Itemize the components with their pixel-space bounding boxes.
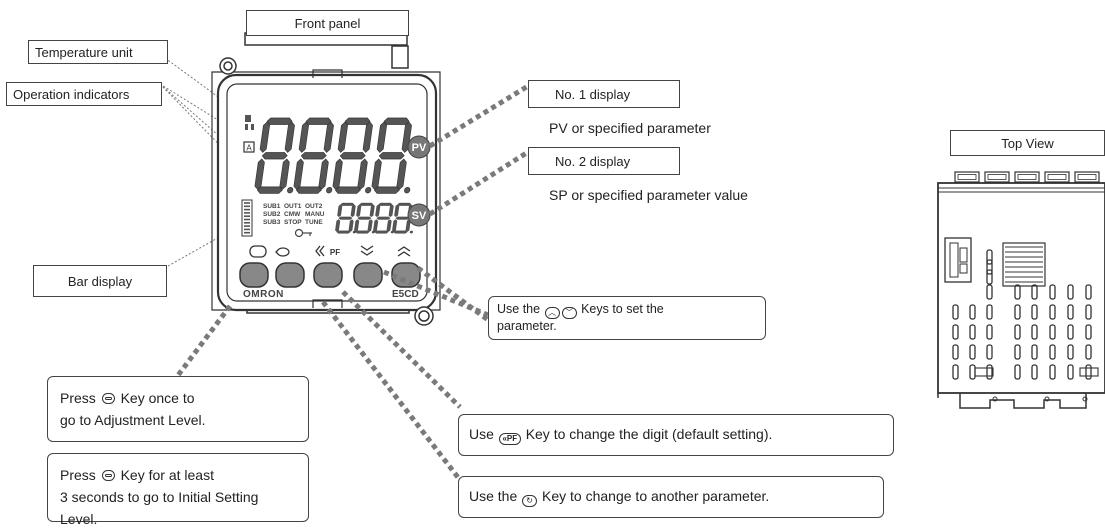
status-mini-label: SUB3	[263, 219, 281, 226]
mode-key	[275, 262, 305, 288]
initial-setting-level-callout: Press Key for at least 3 seconds to go t…	[47, 453, 309, 527]
pf-key-callout: Use «PF Key to change the digit (default…	[458, 414, 894, 456]
status-mini-label: OUT2	[305, 203, 323, 210]
level-key	[239, 262, 269, 288]
updown-keys-callout: Use the ︿﹀ Keys to set the parameter.	[488, 296, 766, 340]
key-symbol-row: PF	[249, 245, 411, 258]
no2-display-description: SP or specified parameter value	[549, 187, 748, 203]
level-key-icon	[249, 245, 267, 258]
top-clip	[1074, 171, 1100, 183]
no1-display-description: PV or specified parameter	[549, 120, 711, 136]
down-key-icon: ﹀	[561, 307, 577, 319]
up-key-icon	[397, 246, 411, 257]
pf-key-icon: «PF	[498, 433, 521, 445]
svg-text:PV: PV	[412, 142, 427, 154]
pf-key	[313, 262, 343, 288]
mode-key-icon: ↻	[522, 495, 538, 507]
top-clip	[1014, 171, 1040, 183]
pv-badge: PV	[407, 135, 431, 159]
model-label: E5CD	[392, 289, 419, 300]
pf-key-chevron-icon	[315, 245, 325, 257]
top-clip	[954, 171, 980, 183]
temperature-unit-label: Temperature unit	[28, 40, 168, 64]
status-mini-label: CMW	[284, 211, 301, 218]
level-key-icon	[101, 393, 115, 404]
svg-text:PF: PF	[330, 248, 340, 257]
front-keys	[239, 262, 421, 288]
level-key-icon	[101, 470, 115, 481]
status-mini-label: STOP	[284, 219, 302, 226]
svg-text:SV: SV	[412, 210, 427, 222]
status-mini-label: SUB1	[263, 203, 281, 210]
svg-text:A: A	[246, 144, 252, 153]
down-key-icon	[360, 245, 374, 256]
status-mini-label: MANU	[305, 211, 325, 218]
sv-badge: SV	[407, 203, 431, 227]
bar-display	[241, 199, 253, 237]
up-key-icon: ︿	[544, 307, 560, 319]
front-panel-label: Front panel	[246, 10, 409, 36]
down-key	[353, 262, 383, 288]
top-view-label: Top View	[950, 130, 1105, 156]
thick-leader-lines	[174, 83, 530, 482]
no2-display-label: No. 2 display	[528, 147, 680, 175]
top-clip	[1044, 171, 1070, 183]
bar-display-label: Bar display	[33, 265, 167, 297]
status-mini-label: TUNE	[305, 219, 323, 226]
brand-logo: OMRON	[243, 289, 284, 300]
temperature-unit-indicator	[245, 115, 254, 130]
no1-display-label: No. 1 display	[528, 80, 680, 108]
status-mini-label: SUB2	[263, 211, 281, 218]
top-view-device	[937, 171, 1105, 409]
top-clip	[984, 171, 1010, 183]
mode-key-callout: Use the ↻ Key to change to another param…	[458, 476, 884, 518]
adjustment-level-callout: Press Key once to go to Adjustment Level…	[47, 376, 309, 442]
mode-key-icon	[275, 247, 290, 257]
key-lock-icon	[294, 228, 312, 238]
up-key	[391, 262, 421, 288]
status-mini-label: OUT1	[284, 203, 302, 210]
operation-indicators-label: Operation indicators	[6, 82, 162, 106]
operation-indicator-a: A	[243, 141, 255, 153]
